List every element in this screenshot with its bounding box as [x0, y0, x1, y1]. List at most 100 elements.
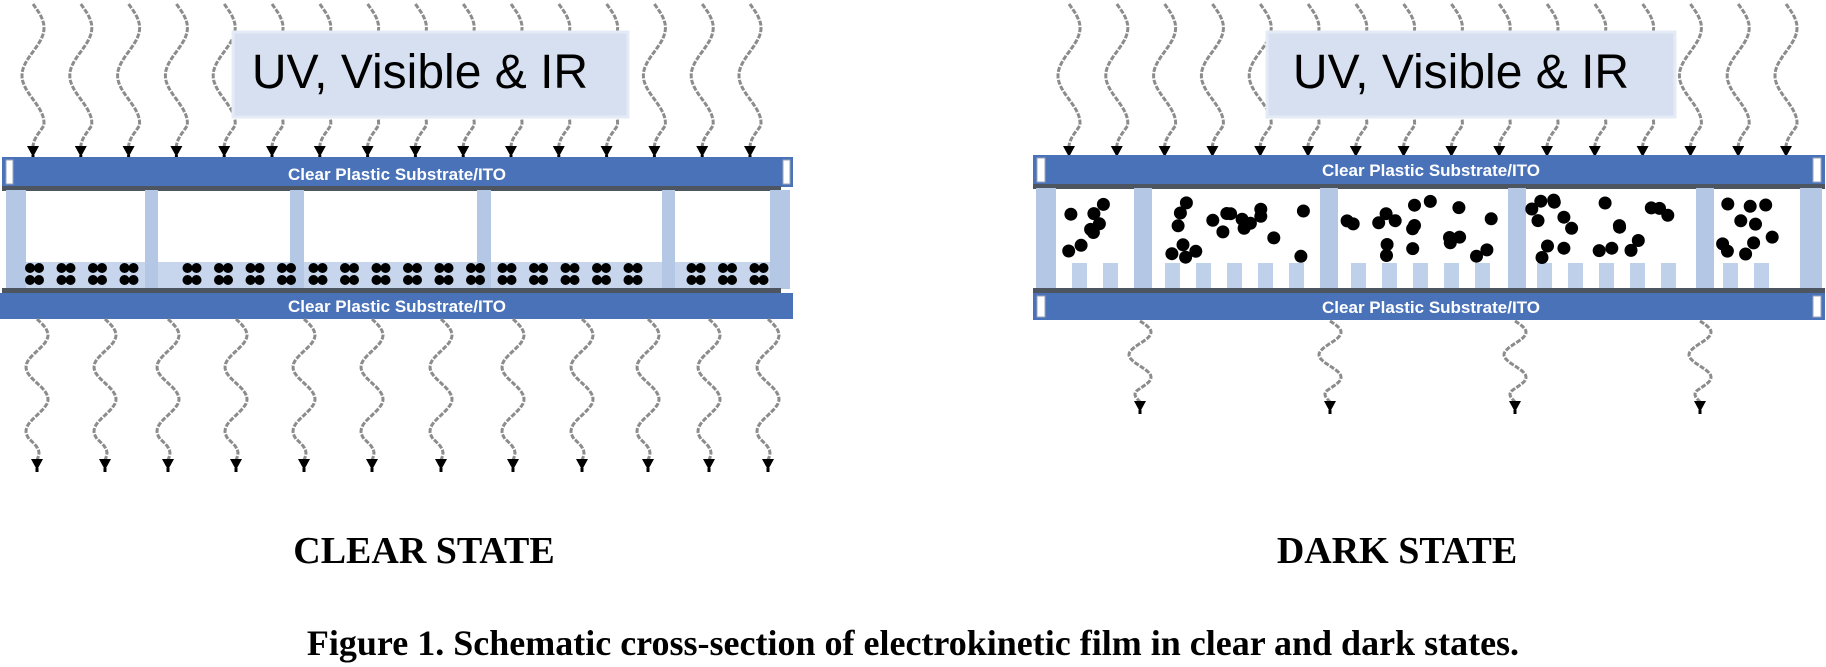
- wave-line: [1247, 3, 1273, 148]
- particle: [182, 275, 193, 285]
- wave-line: [500, 317, 526, 461]
- particle: [1557, 241, 1571, 255]
- particle: [308, 275, 319, 285]
- particle: [65, 275, 76, 285]
- particle: [1380, 238, 1394, 251]
- wave-line: [1056, 3, 1082, 148]
- wave-line: [428, 317, 454, 461]
- arrowhead-icon: [744, 146, 756, 157]
- particle-cluster: [88, 263, 107, 285]
- particle: [1372, 216, 1386, 230]
- electrode-bump: [1599, 263, 1614, 289]
- particle-cluster: [308, 263, 328, 285]
- bottom-substrate: [0, 293, 793, 319]
- radiation-label-box: UV, Visible & IR: [231, 30, 630, 119]
- particle: [1452, 201, 1466, 215]
- particle: [97, 263, 107, 273]
- radiation-label: UV, Visible & IR: [252, 46, 588, 99]
- arrowhead-tail: [35, 468, 39, 472]
- particle: [443, 275, 454, 285]
- particle: [340, 275, 350, 285]
- particle: [623, 263, 634, 273]
- light-ray: [1677, 3, 1703, 159]
- particle: [1179, 196, 1193, 210]
- particle: [223, 275, 233, 285]
- arrowhead-icon: [507, 459, 519, 470]
- arrowhead-icon: [648, 146, 661, 157]
- arrowhead-icon: [1636, 146, 1649, 157]
- arrowhead-icon: [703, 459, 715, 470]
- particle: [1565, 221, 1579, 235]
- wave-line: [1199, 3, 1225, 148]
- light-ray: [755, 317, 781, 472]
- particle: [1739, 247, 1753, 261]
- particle: [1224, 207, 1238, 221]
- particle: [1453, 230, 1467, 244]
- arrowhead-tail: [511, 468, 515, 472]
- particle: [56, 263, 67, 273]
- spacer-pillar: [1036, 188, 1056, 289]
- particle: [1605, 241, 1619, 255]
- particle-cluster: [686, 263, 706, 285]
- particle: [34, 275, 44, 285]
- light-ray: [223, 317, 249, 472]
- light-ray: [92, 317, 118, 472]
- label-box-bg: [231, 30, 630, 119]
- arrowhead-icon: [457, 146, 470, 157]
- particle: [1720, 244, 1734, 258]
- transmitted-rays: [1127, 319, 1713, 414]
- particle: [56, 275, 67, 285]
- particle-cluster: [403, 263, 422, 285]
- particle-cluster: [749, 263, 769, 285]
- arrowhead-icon: [313, 146, 326, 157]
- particle: [718, 263, 728, 273]
- arrowhead-tail: [707, 468, 711, 472]
- particle: [466, 263, 476, 273]
- wave-line: [1687, 319, 1713, 403]
- radiation-label: UV, Visible & IR: [1293, 46, 1629, 99]
- particle: [695, 263, 706, 273]
- substrate-edge: [5, 159, 14, 185]
- substrate-edge: [1812, 157, 1822, 183]
- state-label: DARK STATE: [1277, 530, 1517, 572]
- arrowhead-icon: [1493, 146, 1506, 157]
- light-ray: [1104, 3, 1130, 159]
- transmitted-rays: [24, 317, 781, 472]
- particle-cluster: [560, 263, 580, 285]
- particle: [475, 263, 485, 273]
- particle: [758, 263, 769, 273]
- electrode-bump: [1196, 263, 1211, 289]
- arrowhead-icon: [1780, 146, 1792, 157]
- arrowhead-icon: [576, 459, 588, 470]
- arrowhead-icon: [230, 459, 242, 470]
- arrowhead-icon: [1732, 146, 1745, 157]
- particle: [317, 263, 328, 273]
- figure-caption: Figure 1. Schematic cross-section of ele…: [307, 623, 1519, 663]
- particle-cluster: [623, 263, 643, 285]
- particle: [1267, 231, 1281, 245]
- particle-cluster: [214, 263, 233, 285]
- substrate-edge: [1036, 157, 1046, 183]
- spacer-pillar: [1320, 188, 1338, 289]
- wave-line: [737, 3, 763, 148]
- light-ray: [696, 317, 722, 472]
- particle: [119, 275, 130, 285]
- arrowhead-icon: [1397, 146, 1410, 157]
- arrowhead-icon: [1509, 401, 1521, 412]
- electrode-bump: [1444, 263, 1459, 289]
- particle: [1557, 210, 1571, 224]
- film-cell: [0, 157, 793, 319]
- particle: [371, 263, 382, 273]
- particle: [214, 263, 224, 273]
- light-ray: [1056, 3, 1082, 159]
- particle: [1406, 242, 1420, 256]
- light-ray: [689, 3, 715, 159]
- particle: [529, 275, 539, 285]
- particle: [1206, 213, 1220, 227]
- arrowhead-icon: [74, 146, 87, 157]
- wave-line: [20, 3, 46, 148]
- top-electrode: [1033, 184, 1825, 189]
- wave-line: [1677, 3, 1703, 148]
- particle: [1173, 206, 1187, 220]
